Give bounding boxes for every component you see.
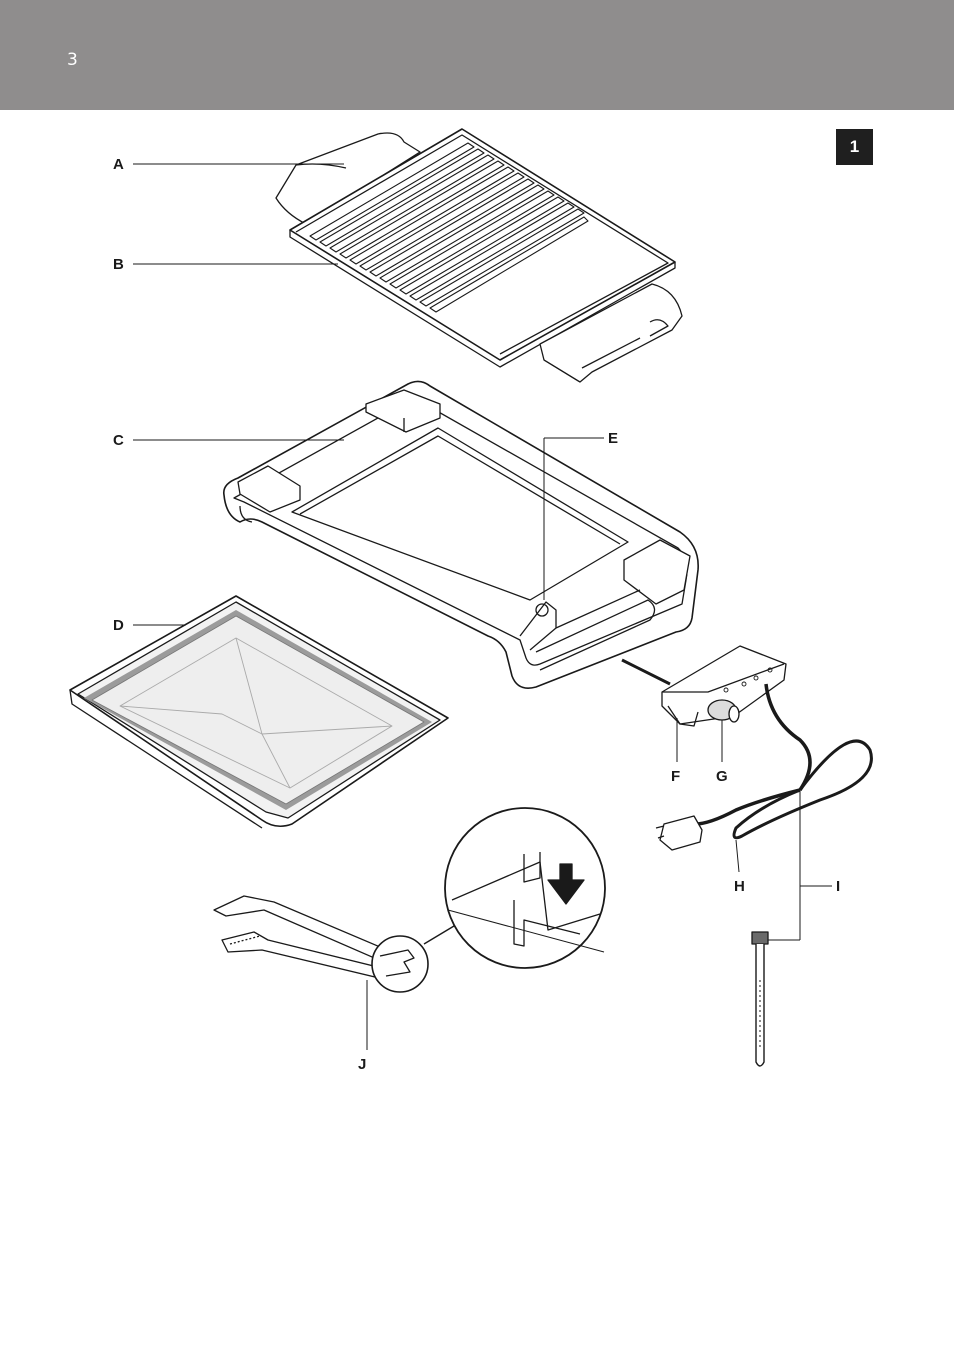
cable-tie-drawing — [752, 932, 768, 1066]
label-b: B — [113, 256, 124, 273]
label-e: E — [608, 430, 618, 447]
label-a: A — [113, 156, 124, 173]
label-h: H — [734, 878, 745, 895]
grill-plate-drawing — [276, 129, 682, 382]
label-i: I — [836, 878, 840, 895]
label-c: C — [113, 432, 124, 449]
label-g: G — [716, 768, 728, 785]
label-d: D — [113, 617, 124, 634]
drip-tray-drawing — [70, 596, 448, 828]
label-j: J — [358, 1056, 366, 1073]
label-f: F — [671, 768, 680, 785]
thermostat-control-drawing — [622, 646, 871, 850]
tongs-drawing — [214, 808, 605, 992]
